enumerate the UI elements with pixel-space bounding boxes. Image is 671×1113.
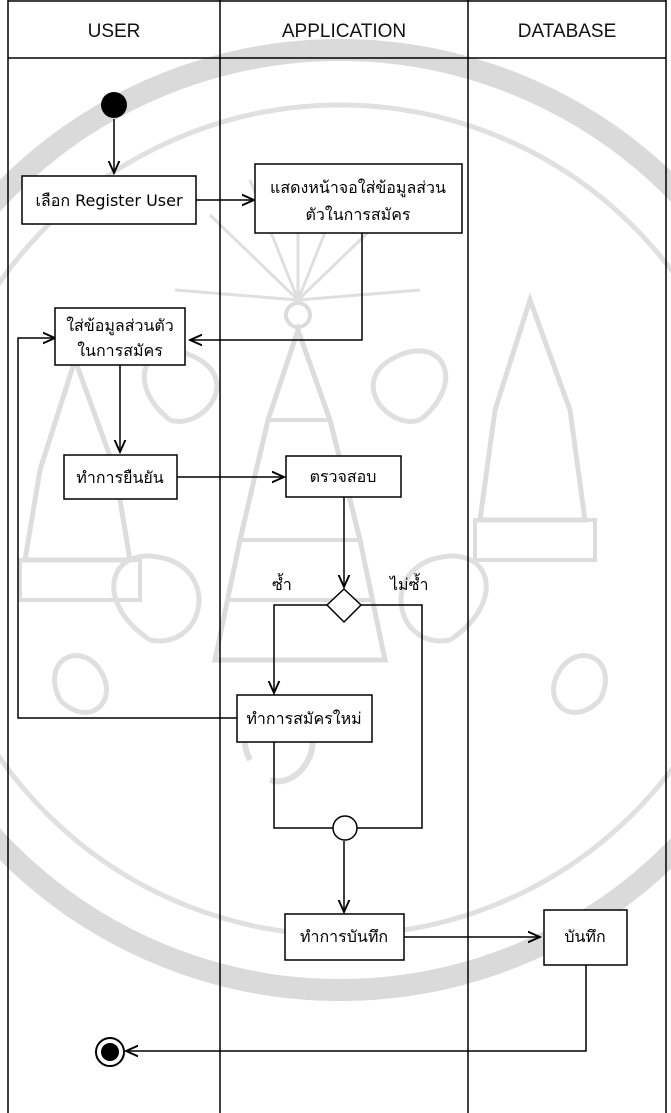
- node-verify: ตรวจสอบ: [285, 455, 402, 498]
- node-record-db: บันทึก: [543, 909, 628, 966]
- node-record-db-label: บันทึก: [564, 927, 605, 946]
- node-enter-info-line1: ใส่ข้อมูลส่วนตัว: [66, 316, 174, 336]
- node-confirm: ทำการยืนยัน: [63, 454, 178, 500]
- node-reregister: ทำการสมัครใหม่: [236, 694, 373, 743]
- node-select-register-label: เลือก Register User: [35, 191, 183, 210]
- node-reregister-label: ทำการสมัครใหม่: [246, 709, 361, 728]
- node-record-app: ทำการบันทึก: [284, 913, 405, 961]
- edge-db-end: [126, 965, 587, 1051]
- initial-node: [101, 92, 127, 118]
- lane-header-application: APPLICATION: [282, 21, 406, 42]
- edge-label-duplicate: ซ้ำ: [272, 573, 292, 594]
- node-show-form-line1: แสดงหน้าจอใส่ข้อมูลส่วน: [270, 178, 446, 198]
- flow-edges: [17, 119, 587, 1051]
- node-confirm-label: ทำการยืนยัน: [76, 468, 163, 487]
- node-select-register: เลือก Register User: [21, 175, 197, 225]
- node-verify-label: ตรวจสอบ: [310, 467, 377, 486]
- final-node: [95, 1037, 125, 1067]
- merge-node: [332, 815, 358, 841]
- node-enter-info-line2: ในการสมัคร: [77, 341, 163, 360]
- edge-reregister-merge: [273, 742, 333, 829]
- edge-decision-reregister: [274, 604, 327, 693]
- swimlane-frame: [7, 0, 667, 1113]
- edge-reregister-enter: [17, 338, 237, 719]
- node-show-form-line2: ตัวในการสมัคร: [306, 205, 411, 224]
- lane-header-user: USER: [88, 21, 141, 42]
- decision-node: [325, 587, 363, 624]
- edge-label-not-duplicate: ไม่ซ้ำ: [388, 573, 428, 594]
- edge-show-enter: [190, 233, 363, 340]
- node-enter-info: ใส่ข้อมูลส่วนตัว ในการสมัคร: [54, 307, 186, 366]
- lane-header-database: DATABASE: [518, 21, 617, 42]
- node-record-app-label: ทำการบันทึก: [300, 927, 388, 946]
- node-show-form: แสดงหน้าจอใส่ข้อมูลส่วน ตัวในการสมัคร: [254, 163, 463, 234]
- edge-decision-merge: [357, 604, 423, 829]
